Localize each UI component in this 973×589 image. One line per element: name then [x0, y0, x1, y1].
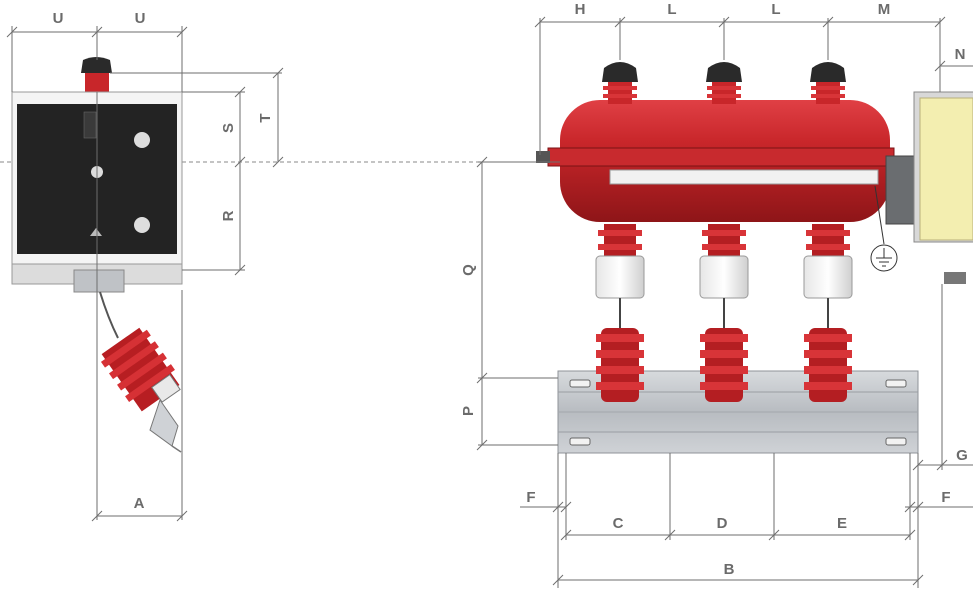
label-u-left: U — [53, 10, 64, 27]
label-c: C — [613, 515, 624, 532]
tank-end-bolt — [536, 151, 550, 163]
label-g: G — [956, 447, 968, 464]
label-f-left: F — [526, 489, 535, 506]
side-panel-tag — [83, 111, 97, 139]
pole-2-lower-bushing — [699, 224, 749, 402]
side-base-block — [73, 269, 125, 293]
front-view — [536, 62, 973, 454]
side-bracket — [149, 398, 179, 447]
side-bushing-top — [81, 57, 112, 73]
side-bracket-edge — [171, 445, 182, 453]
label-m: M — [878, 1, 891, 18]
label-h: H — [575, 1, 586, 18]
side-small-mark — [90, 228, 102, 236]
mechanism-box-foot — [944, 272, 966, 284]
label-n: N — [955, 46, 966, 63]
side-terminal-upper — [134, 132, 150, 148]
base-slot-br — [885, 437, 907, 446]
pole-2-top-bushing — [706, 62, 742, 104]
mechanism-box-yellow — [919, 97, 973, 241]
base-slot-tr — [885, 379, 907, 388]
pole-3-lower-bushing — [803, 224, 853, 402]
label-d: D — [717, 515, 728, 532]
label-t: T — [257, 113, 274, 122]
side-wire — [99, 291, 119, 339]
side-angled-insulator — [100, 327, 181, 412]
side-view — [11, 57, 183, 453]
mechanism-connector — [885, 155, 917, 225]
dimension-labels: U U T S R A H L L M N Q P G F F C D E B — [53, 1, 968, 578]
side-view-dimensions — [6, 26, 284, 522]
label-r: R — [220, 210, 237, 221]
pole-1-top-bushing — [602, 62, 638, 104]
ground-symbol-icon — [870, 185, 898, 272]
label-p: P — [460, 406, 477, 416]
tank-flange — [547, 147, 895, 167]
side-terminal-lower — [134, 217, 150, 233]
side-bushing-collar — [85, 73, 109, 93]
pole-1-lower-bushing — [595, 224, 645, 402]
label-q: Q — [460, 264, 477, 276]
pole-3-top-bushing — [810, 62, 846, 104]
label-f-right: F — [941, 489, 950, 506]
label-e: E — [837, 515, 847, 532]
label-s: S — [220, 123, 237, 133]
label-b: B — [724, 561, 735, 578]
base-slot-tl — [569, 379, 591, 388]
base-slot-bl — [569, 437, 591, 446]
tank-window — [609, 169, 879, 185]
label-l-first: L — [667, 1, 676, 18]
label-a: A — [134, 495, 145, 512]
label-l-second: L — [771, 1, 780, 18]
label-u-right: U — [135, 10, 146, 27]
front-view-dimensions — [476, 16, 973, 588]
